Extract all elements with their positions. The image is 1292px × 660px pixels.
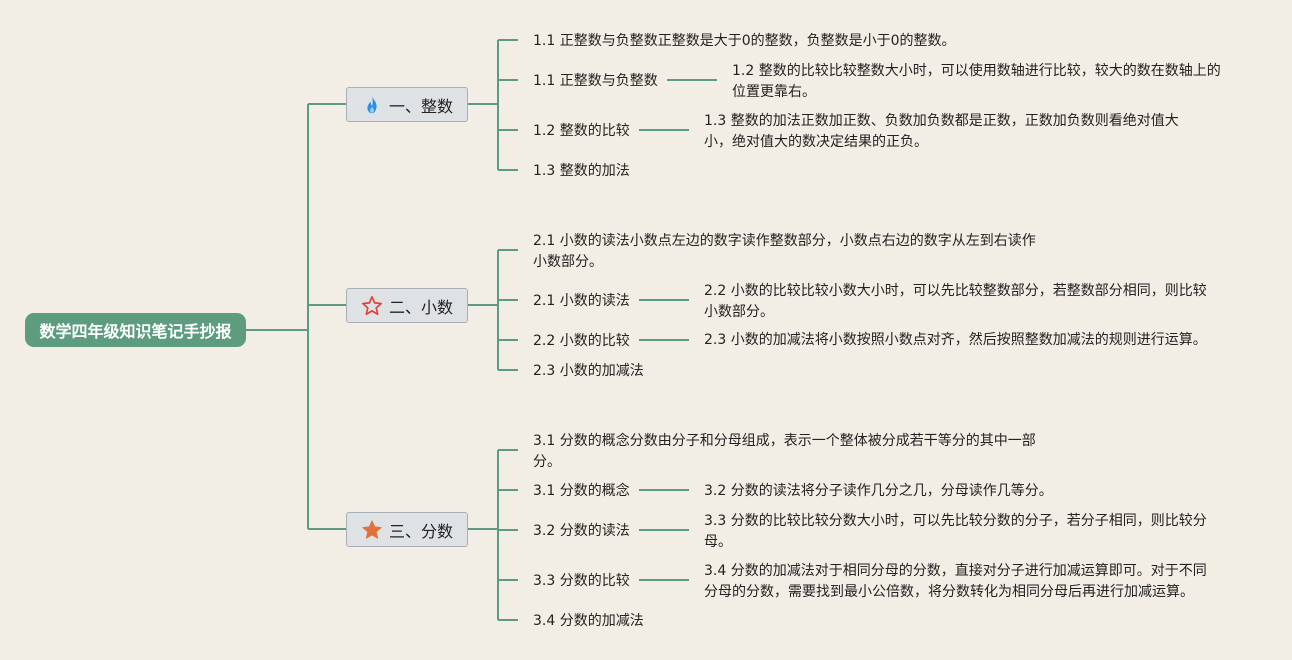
leaf-item[interactable]: 1.1 正整数与负整数 [533,73,658,89]
leaf-item[interactable]: 3.3 分数的比较 [533,573,630,589]
root-label: 数学四年级知识笔记手抄报 [39,322,232,341]
leaf-item[interactable]: 3.2 分数的读法 [533,523,630,539]
note-text: 3.2 分数的读法将分子读作几分之几，分母读作几等分。 [704,483,1053,499]
note-text: 3.4 分数的加减法对于相同分母的分数，直接对分子进行加减运算即可。对于不同分母… [704,563,1207,600]
branch-label: 一、整数 [388,96,453,116]
branch-label: 二、小数 [388,297,453,317]
leaf-item[interactable]: 3.4 分数的加减法 [533,613,644,629]
leaf-item[interactable]: 2.2 小数的比较 [533,333,630,349]
leaf-item[interactable]: 3.1 分数的概念分数由分子和分母组成，表示一个整体被分成若干等分的其中一部分。 [533,433,1036,470]
star-outline-icon [361,295,382,315]
note-text: 2.2 小数的比较比较小数大小时，可以先比较整数部分，若整数部分相同，则比较小数… [704,283,1207,320]
star-filled-icon [362,519,382,539]
leaf-item[interactable]: 1.2 整数的比较 [533,123,630,139]
leaf-item[interactable]: 2.1 小数的读法 [533,293,630,309]
root-node[interactable]: 数学四年级知识笔记手抄报 [25,313,246,347]
leaf-item[interactable]: 3.1 分数的概念 [533,483,630,499]
branch-decimals[interactable]: 二、小数 [346,288,468,323]
note-text: 3.3 分数的比较比较分数大小时，可以先比较分数的分子，若分子相同，则比较分母。 [704,513,1207,550]
note-text: 2.3 小数的加减法将小数按照小数点对齐，然后按照整数加减法的规则进行运算。 [704,332,1207,348]
branch-fractions[interactable]: 三、分数 [346,512,468,547]
note-text: 1.3 整数的加法正数加正数、负数加负数都是正数，正数加负数则看绝对值大小，绝对… [704,113,1179,150]
leaf-item[interactable]: 2.3 小数的加减法 [533,363,644,379]
flame-icon [367,95,377,113]
branch-label: 三、分数 [388,521,453,541]
branch-integers[interactable]: 一、整数 [346,87,468,122]
leaf-item[interactable]: 2.1 小数的读法小数点左边的数字读作整数部分，小数点右边的数字从左到右读作小数… [533,233,1036,270]
leaf-item[interactable]: 1.3 整数的加法 [533,163,630,179]
leaf-item[interactable]: 1.1 正整数与负整数正整数是大于0的整数，负整数是小于0的整数。 [533,33,956,49]
note-text: 1.2 整数的比较比较整数大小时，可以使用数轴进行比较，较大的数在数轴上的位置更… [732,63,1221,100]
